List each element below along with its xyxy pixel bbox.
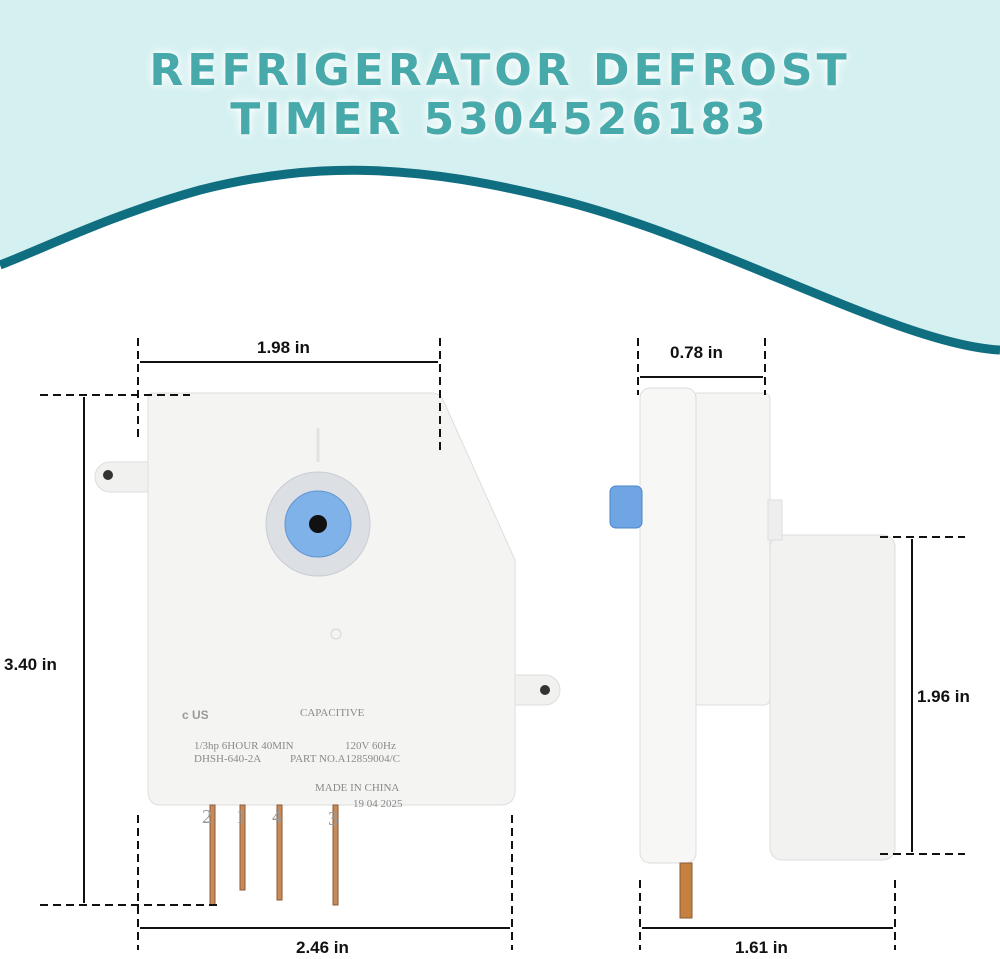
- dim-front-height: 3.40 in: [4, 655, 57, 674]
- title-line-1: REFRIGERATOR DEFROST: [149, 45, 851, 96]
- dim-side-total-depth: 1.61 in: [735, 938, 788, 957]
- side-knob: [609, 485, 643, 529]
- label-spec2: 120V 60Hz: [345, 740, 396, 752]
- pin-number: 3: [328, 808, 338, 830]
- dim-side-depth: 0.78 in: [670, 343, 723, 362]
- label-type: CAPACITIVE: [300, 707, 365, 719]
- label-part: PART NO.A12859004/C: [290, 753, 400, 765]
- label-model: DHSH-640-2A: [194, 753, 262, 765]
- label-spec1: 1/3hp 6HOUR 40MIN: [194, 740, 294, 752]
- label-origin: MADE IN CHINA: [315, 782, 400, 794]
- title-line-2: TIMER 5304526183: [230, 94, 770, 145]
- pin-number: 1: [236, 806, 246, 828]
- dimension-lines: [40, 338, 965, 950]
- label-date: 19 04 2025: [353, 798, 403, 810]
- pin-number: 2: [202, 806, 212, 828]
- timer-side-view: [609, 387, 896, 919]
- dim-front-width: 1.98 in: [257, 338, 310, 357]
- timer-front-view: [94, 392, 561, 906]
- dim-front-bottom-width: 2.46 in: [296, 938, 349, 957]
- dim-side-motor-height: 1.96 in: [917, 687, 970, 706]
- ul-cert-mark: c US: [182, 708, 209, 722]
- pin-number: 4: [272, 806, 282, 828]
- wave-stroke: [0, 165, 1000, 355]
